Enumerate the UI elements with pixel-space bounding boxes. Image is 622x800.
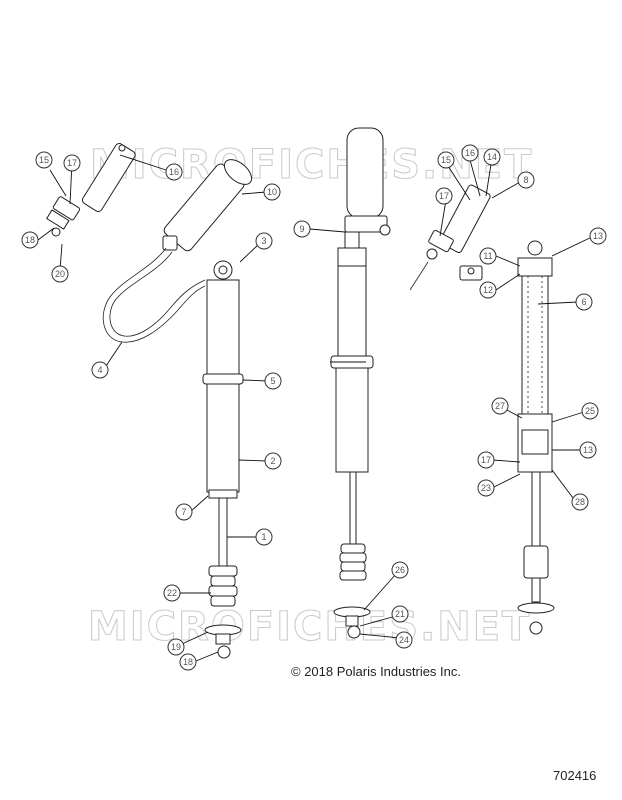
- svg-text:5: 5: [270, 376, 275, 386]
- svg-text:12: 12: [483, 285, 493, 295]
- reservoir-middle: [346, 127, 384, 219]
- svg-text:19: 19: [171, 642, 181, 652]
- callout-1: 1: [255, 528, 273, 546]
- svg-text:15: 15: [39, 155, 49, 165]
- svg-text:23: 23: [481, 483, 491, 493]
- svg-text:1: 1: [261, 532, 266, 542]
- callout-3: 3: [255, 232, 273, 250]
- callout-6: 6: [575, 293, 593, 311]
- callout-10: 10: [263, 183, 281, 201]
- svg-text:25: 25: [585, 406, 595, 416]
- callout-14: 14: [483, 148, 501, 166]
- callout-8: 8: [517, 171, 535, 189]
- svg-text:9: 9: [299, 224, 304, 234]
- watermark-top: MICROFICHES.NET: [90, 142, 533, 188]
- callout-22: 22: [163, 584, 181, 602]
- svg-text:17: 17: [481, 455, 491, 465]
- svg-text:22: 22: [167, 588, 177, 598]
- callout-16: 16: [165, 163, 183, 181]
- svg-text:2: 2: [270, 456, 275, 466]
- copyright-notice: © 2018 Polaris Industries Inc.: [291, 664, 461, 679]
- callout-15: 15: [35, 151, 53, 169]
- callout-5: 5: [264, 372, 282, 390]
- svg-text:13: 13: [583, 445, 593, 455]
- svg-text:3: 3: [261, 236, 266, 246]
- svg-text:26: 26: [395, 565, 405, 575]
- document-number: 702416: [553, 768, 597, 783]
- svg-text:14: 14: [487, 152, 497, 162]
- svg-text:27: 27: [495, 401, 505, 411]
- leader-lines: [37, 154, 595, 662]
- svg-text:11: 11: [483, 251, 492, 261]
- svg-text:17: 17: [67, 158, 77, 168]
- svg-text:28: 28: [575, 497, 585, 507]
- callout-26: 26: [391, 561, 409, 579]
- callout-12: 12: [479, 281, 497, 299]
- reservoir-hose: [102, 247, 206, 343]
- shock-body-left: [206, 279, 240, 377]
- callout-13b: 13: [579, 441, 597, 459]
- svg-text:18: 18: [25, 235, 35, 245]
- callout-17b: 17: [435, 187, 453, 205]
- remote-reservoir: [162, 159, 253, 252]
- callout-4: 4: [91, 361, 109, 379]
- callout-9: 9: [293, 220, 311, 238]
- callout-18: 18: [21, 231, 39, 249]
- callout-7: 7: [175, 503, 193, 521]
- svg-text:8: 8: [523, 175, 528, 185]
- callout-24: 24: [395, 631, 413, 649]
- svg-text:21: 21: [395, 609, 405, 619]
- callout-15b: 15: [437, 151, 455, 169]
- svg-text:16: 16: [465, 148, 475, 158]
- callout-18b: 18: [179, 653, 197, 671]
- callout-17c: 17: [477, 451, 495, 469]
- callout-2: 2: [264, 452, 282, 470]
- middle-shock-assembly: [330, 127, 391, 639]
- callout-11: 11: [479, 247, 497, 265]
- svg-text:4: 4: [97, 365, 102, 375]
- callout-19: 19: [167, 638, 185, 656]
- callout-13: 13: [589, 227, 607, 245]
- svg-text:17: 17: [439, 191, 449, 201]
- callout-21: 21: [391, 605, 409, 623]
- svg-text:13: 13: [593, 231, 603, 241]
- callout-25: 25: [581, 402, 599, 420]
- callout-23: 23: [477, 479, 495, 497]
- svg-text:24: 24: [399, 635, 409, 645]
- svg-text:16: 16: [169, 167, 179, 177]
- callout-17: 17: [63, 154, 81, 172]
- section-shock-assembly: [409, 184, 555, 635]
- svg-text:15: 15: [441, 155, 451, 165]
- callout-28: 28: [571, 493, 589, 511]
- svg-text:10: 10: [267, 187, 277, 197]
- svg-text:20: 20: [55, 269, 65, 279]
- svg-text:7: 7: [181, 507, 186, 517]
- reservoir-detail-left: [46, 143, 136, 237]
- watermark-bottom: MICROFICHES.NET: [88, 604, 531, 650]
- svg-text:6: 6: [581, 297, 586, 307]
- left-shock-assembly: [46, 143, 253, 659]
- svg-text:18: 18: [183, 657, 193, 667]
- callout-27: 27: [491, 397, 509, 415]
- callout-20: 20: [51, 265, 69, 283]
- callout-16b: 16: [461, 144, 479, 162]
